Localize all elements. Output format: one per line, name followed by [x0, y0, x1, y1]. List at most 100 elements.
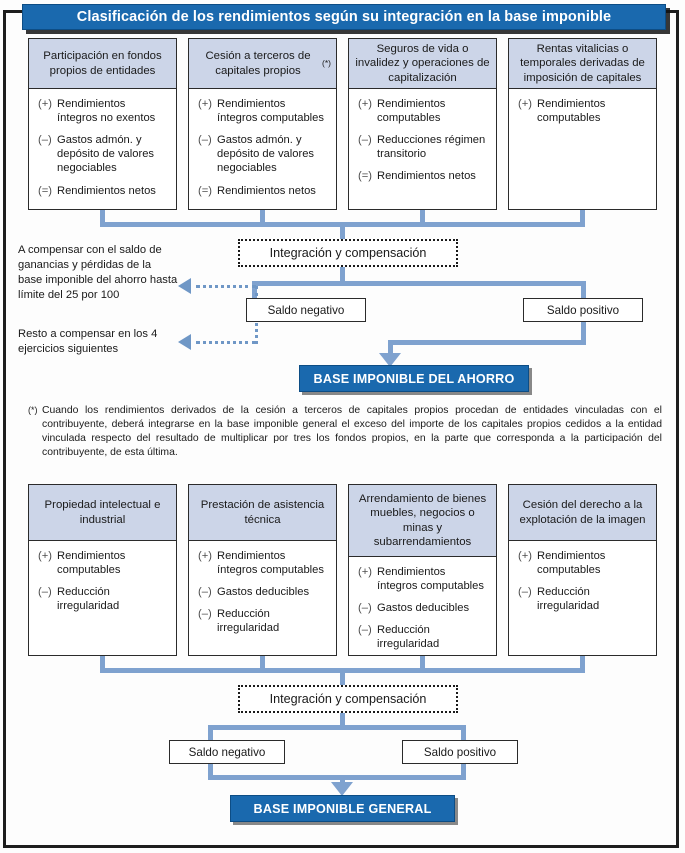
operator-sign: (+)	[198, 550, 212, 562]
connector-stub-5	[100, 656, 105, 672]
category-box-header: Arrendamiento de bienes muebles, negocio…	[349, 485, 496, 557]
item-text: Rendimientos netos	[377, 170, 476, 183]
arrow-left-icon-2	[178, 334, 191, 350]
list-item: (+) Rendimientos íntegros no exentos	[38, 97, 168, 125]
category-box-seguros-vida[interactable]: Seguros de vida o invalidez y operacione…	[348, 38, 497, 210]
item-text: Gastos admón. y depósito de valores nego…	[217, 134, 315, 175]
category-box-header-text: Cesión a terceros de capitales propios	[205, 50, 311, 77]
footnote-marker: (*)	[322, 58, 331, 69]
list-item: (=) Rendimientos netos	[198, 184, 328, 198]
saldo-negativo-ahorro[interactable]: Saldo negativo	[246, 298, 366, 322]
connector-to-saldo-negativo	[252, 281, 257, 303]
operator-sign: (–)	[198, 134, 212, 147]
operator-sign: (–)	[38, 134, 52, 147]
list-item: (=) Rendimientos netos	[358, 169, 488, 183]
result-label: BASE IMPONIBLE GENERAL	[253, 801, 432, 816]
result-base-imponible-general[interactable]: BASE IMPONIBLE GENERAL	[230, 795, 455, 822]
item-text: Rendimientos íntegros computables	[377, 566, 484, 593]
item-text: Rendimientos íntegros computables	[217, 98, 324, 125]
operator-sign: (+)	[38, 98, 52, 110]
connector-bus-down-2	[340, 668, 345, 686]
list-item: (–) Gastos admón. y depósito de valores …	[38, 133, 168, 175]
page-title: Clasificación de los rendimientos según …	[76, 9, 612, 25]
footnote-text: Cuando los rendimientos derivados de la …	[42, 405, 662, 459]
saldo-positivo-ahorro[interactable]: Saldo positivo	[523, 298, 643, 322]
list-item: (–) Reducción irregularidad	[518, 585, 648, 613]
list-item: (+) Rendimientos computables	[518, 97, 648, 125]
process-integracion-compensacion-ahorro[interactable]: Integración y compensación	[238, 239, 458, 267]
process-label: Integración y compensación	[269, 692, 427, 706]
result-label: BASE IMPONIBLE DEL AHORRO	[313, 371, 515, 386]
saldo-positivo-label: Saldo positivo	[423, 745, 497, 759]
list-item: (–) Reducción irregularidad	[358, 623, 488, 651]
connector-split-horizontal-2	[208, 725, 466, 730]
footnote-mark: (*)	[28, 405, 38, 415]
connector-split-horizontal	[252, 281, 586, 286]
operator-sign: (=)	[38, 184, 52, 197]
operator-sign: (+)	[518, 550, 532, 562]
item-text: Gastos deducibles	[377, 602, 470, 615]
list-item: (=) Rendimientos netos	[38, 184, 168, 198]
category-box-participacion[interactable]: Participación en fondos propios de entid…	[28, 38, 177, 210]
category-box-arrendamiento[interactable]: Arrendamiento de bienes muebles, negocio…	[348, 484, 497, 656]
footnote: (*) Cuando los rendimientos derivados de…	[28, 404, 662, 461]
connector-to-saldo-positivo	[581, 281, 586, 303]
category-box-asistencia-tecnica[interactable]: Prestación de asistencia técnica (+) Ren…	[188, 484, 337, 656]
arrow-down-icon-2	[331, 782, 353, 796]
saldo-positivo-general[interactable]: Saldo positivo	[402, 740, 518, 764]
list-item: (+) Rendimientos computables	[38, 549, 168, 577]
note-compensar-saldo: A compensar con el saldo de ganancias y …	[18, 244, 178, 301]
operator-sign: (–)	[358, 602, 372, 615]
category-box-header: Propiedad intelectual e industrial	[29, 485, 176, 541]
connector-process-down-2	[340, 713, 345, 728]
connector-positivo-drop	[388, 340, 393, 355]
item-text: Gastos admón. y depósito de valores nego…	[57, 134, 155, 175]
process-integracion-compensacion-general[interactable]: Integración y compensación	[238, 685, 458, 713]
list-item: (+) Rendimientos computables	[358, 97, 488, 125]
category-box-cesion-terceros[interactable]: Cesión a terceros de capitales propios (*…	[188, 38, 337, 210]
operator-sign: (–)	[518, 586, 532, 599]
process-label: Integración y compensación	[269, 246, 427, 260]
list-item: (+) Rendimientos íntegros computables	[358, 565, 488, 593]
saldo-negativo-label: Saldo negativo	[188, 745, 266, 759]
list-item: (+) Rendimientos íntegros computables	[198, 97, 328, 125]
category-box-propiedad-intelectual[interactable]: Propiedad intelectual e industrial (+) R…	[28, 484, 177, 656]
operator-sign: (=)	[198, 184, 212, 197]
operator-sign: (–)	[38, 586, 52, 599]
item-text: Rendimientos íntegros computables	[217, 550, 324, 577]
item-text: Rendimientos computables	[537, 550, 606, 577]
result-base-imponible-ahorro[interactable]: BASE IMPONIBLE DEL AHORRO	[299, 365, 529, 392]
dotted-arrow-line-2	[196, 341, 256, 344]
connector-stub-4	[580, 210, 585, 226]
category-box-body: (+) Rendimientos íntegros no exentos (–)…	[29, 89, 176, 212]
category-box-derecho-imagen[interactable]: Cesión del derecho a la explotación de l…	[508, 484, 657, 656]
operator-sign: (+)	[38, 550, 52, 562]
operator-sign: (–)	[358, 134, 372, 147]
item-text: Rendimientos computables	[537, 98, 606, 125]
connector-stub-8	[580, 656, 585, 672]
list-item: (+) Rendimientos computables	[518, 549, 648, 577]
list-item: (–) Gastos deducibles	[358, 601, 488, 615]
category-box-rentas-vitalicias[interactable]: Rentas vitalicias o temporales derivadas…	[508, 38, 657, 210]
item-text: Gastos deducibles	[217, 586, 310, 599]
item-text: Reducción irregularidad	[377, 624, 440, 651]
saldo-negativo-general[interactable]: Saldo negativo	[169, 740, 285, 764]
category-box-header: Cesión del derecho a la explotación de l…	[509, 485, 656, 541]
note-resto-compensar: Resto a compensar en los 4 ejercicios si…	[18, 328, 158, 355]
list-item: (–) Gastos deducibles	[198, 585, 328, 599]
category-box-body: (+) Rendimientos íntegros computables (–…	[349, 557, 496, 666]
operator-sign: (–)	[198, 608, 212, 621]
connector-positivo-down	[581, 322, 586, 344]
item-text: Reducción irregularidad	[57, 586, 120, 613]
list-item: (–) Gastos admón. y depósito de valores …	[198, 133, 328, 175]
operator-sign: (+)	[358, 98, 372, 110]
connector-stub-6	[260, 656, 265, 672]
connector-stub-3	[420, 210, 425, 226]
operator-sign: (+)	[198, 98, 212, 110]
connector-stub-2	[260, 210, 265, 226]
item-text: Rendimientos computables	[57, 550, 126, 577]
connector-process-down	[340, 267, 345, 284]
saldo-positivo-label: Saldo positivo	[546, 303, 620, 317]
connector-bus-down	[340, 222, 345, 240]
category-box-body: (+) Rendimientos íntegros computables (–…	[189, 541, 336, 650]
